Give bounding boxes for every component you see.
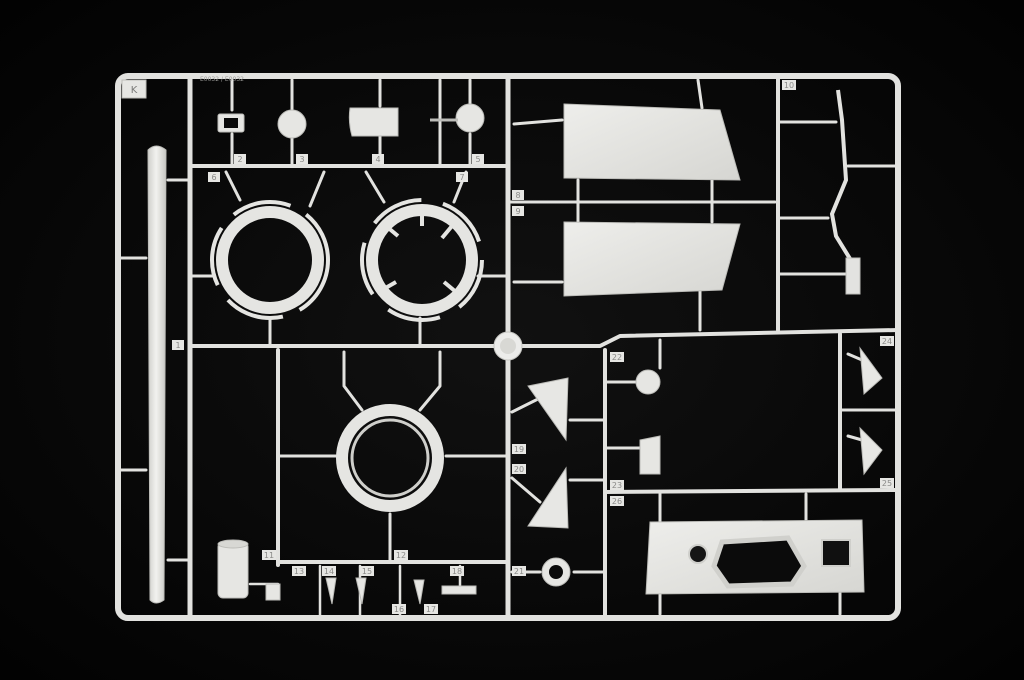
- linkage-part: [829, 89, 861, 295]
- small-parts-top: [217, 103, 485, 139]
- sprue-hub: [493, 331, 523, 361]
- part-number: 5: [475, 155, 480, 164]
- triangle-parts: [527, 346, 883, 529]
- part-number: 20: [514, 465, 524, 474]
- part-number: 9: [515, 207, 520, 216]
- part-number: 17: [426, 605, 436, 614]
- sprue-letter: K: [131, 85, 138, 96]
- part-number: 7: [459, 173, 464, 182]
- part-number: 19: [514, 445, 524, 454]
- part-number: 12: [396, 551, 406, 560]
- part-number: 15: [362, 567, 372, 576]
- part-number: 6: [211, 173, 216, 182]
- part-number: 21: [514, 567, 524, 576]
- part-number: 22: [612, 353, 622, 362]
- part-number: 4: [375, 155, 380, 164]
- part-number: 1: [175, 341, 180, 350]
- part-number: 24: [882, 337, 892, 346]
- small-parts-lower-left: [217, 539, 477, 605]
- part-number: 25: [882, 479, 892, 488]
- ring-parts: [210, 198, 484, 512]
- part-number: 26: [612, 497, 622, 506]
- ring-inner-tabs: [381, 212, 458, 294]
- part-number: 2: [237, 155, 242, 164]
- part-number: 14: [324, 567, 334, 576]
- armor-plate-lower: [563, 221, 741, 297]
- part-number: 18: [452, 567, 462, 576]
- part-number: 8: [515, 191, 520, 200]
- part-number: 16: [394, 605, 404, 614]
- armor-plate-upper: [563, 103, 741, 181]
- part-number-tags: 2 3 4 5 6 7 8 9 10 11 12 13 14 15 16 17 …: [172, 80, 894, 614]
- part-number: 11: [264, 551, 274, 560]
- part-number: 23: [612, 481, 622, 490]
- part-number: 3: [299, 155, 304, 164]
- sprue-frame: [115, 73, 901, 621]
- hull-plate-part: [645, 519, 865, 595]
- sprue-letter-tag: K: [121, 79, 147, 99]
- part-number: 10: [784, 81, 794, 90]
- part-number: 13: [294, 567, 304, 576]
- small-parts-lower-right: [541, 369, 661, 587]
- edge-code: E0032 / E0032: [200, 76, 244, 83]
- barrel-part: [147, 145, 167, 604]
